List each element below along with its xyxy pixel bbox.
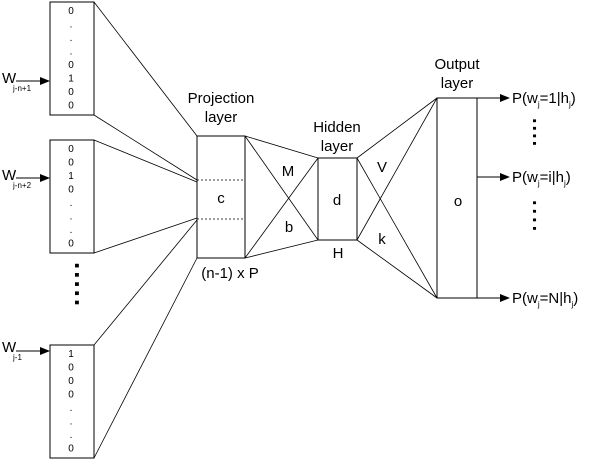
projection-size-label: (n-1) x P xyxy=(201,265,259,282)
input-values-3: 1 0 0 0... 0 xyxy=(68,349,74,455)
projection-box xyxy=(196,135,246,259)
input-value: . xyxy=(70,198,73,209)
hidden-layer: Hidden layer d H xyxy=(313,119,361,262)
output-prob-1: P(wj=1|hj) xyxy=(477,90,576,109)
input-value: 1 xyxy=(68,349,74,360)
input-value: 0 xyxy=(68,363,74,374)
arrow-icon xyxy=(500,94,510,102)
input-label-3-sub: j-1 xyxy=(12,353,22,362)
hidden-title-1: Hidden xyxy=(313,119,361,136)
input-value: . xyxy=(70,20,73,31)
input-vector-2: 0 0 1 0... 0 xyxy=(49,139,95,254)
input-value: 0 xyxy=(68,144,74,155)
input-value: . xyxy=(70,403,73,414)
arrow-icon xyxy=(40,174,50,182)
input-label-2-sub: j-n+2 xyxy=(12,181,32,190)
hidden-inner-label: d xyxy=(333,192,341,209)
input-value: 0 xyxy=(68,239,74,250)
input-value: 0 xyxy=(68,158,74,169)
hidden-title-2: layer xyxy=(321,138,354,155)
hidden-bottom-label: H xyxy=(333,245,344,262)
weight-V-label: V xyxy=(377,159,387,176)
input-value: 1 xyxy=(68,171,74,182)
input-label-1: W j-n+1 xyxy=(2,70,50,93)
input-value: 0 xyxy=(68,390,74,401)
input-value: . xyxy=(70,417,73,428)
input-label-2: W j-n+2 xyxy=(2,167,50,190)
input-projection-connections xyxy=(93,1,198,459)
input-value: 0 xyxy=(68,101,74,112)
input-value: . xyxy=(70,212,73,223)
prob-ellipsis-2: .... xyxy=(528,200,550,234)
projection-layer: Projection layer c (n-1) x P xyxy=(188,90,259,282)
input-box-3 xyxy=(49,344,95,459)
input-box-1 xyxy=(49,1,95,116)
prob-2-text: P(wj=i|hj) xyxy=(512,169,571,188)
input-value: 0 xyxy=(68,185,74,196)
projection-hidden-connections xyxy=(244,135,319,259)
input-value: . xyxy=(70,47,73,58)
input-value: 0 xyxy=(68,444,74,455)
arrow-icon xyxy=(40,347,50,355)
arrow-icon xyxy=(500,294,510,302)
output-prob-3: P(wj=N|hj) xyxy=(477,290,578,309)
projection-inner-label: c xyxy=(217,190,225,207)
input-value: . xyxy=(70,33,73,44)
input-value: 0 xyxy=(68,6,74,17)
hidden-box xyxy=(317,157,358,241)
input-value: 1 xyxy=(68,74,74,85)
arrow-icon xyxy=(500,173,510,181)
input-label-3: W j-1 xyxy=(2,339,50,362)
input-value: . xyxy=(70,430,73,441)
prob-ellipsis-1: .... xyxy=(528,118,550,148)
prob-1-text: P(wj=1|hj) xyxy=(512,90,576,109)
output-inner-label: o xyxy=(454,193,462,210)
output-title-2: layer xyxy=(441,75,474,92)
output-box xyxy=(436,97,478,299)
input-value: 0 xyxy=(68,87,74,98)
prob-3-text: P(wj=N|hj) xyxy=(512,290,578,309)
input-label-3-main: W xyxy=(2,339,17,356)
projection-title-2: layer xyxy=(205,109,238,126)
input-values-1: 0... 0 1 0 0 xyxy=(68,6,74,112)
input-value: 0 xyxy=(68,60,74,71)
input-vector-1: 0... 0 1 0 0 xyxy=(49,1,95,116)
input-label-1-sub: j-n+1 xyxy=(12,84,32,93)
hidden-output-connections xyxy=(356,97,438,299)
input-value: . xyxy=(70,225,73,236)
input-vector-3: 1 0 0 0... 0 xyxy=(49,344,95,459)
output-title-1: Output xyxy=(434,56,480,73)
arrow-icon xyxy=(40,77,50,85)
input-label-1-main: W xyxy=(2,70,17,87)
input-ellipsis: ..... xyxy=(69,262,99,308)
input-values-2: 0 0 1 0... 0 xyxy=(68,144,74,250)
weight-M-label: M xyxy=(282,163,295,180)
weight-k-label: k xyxy=(378,231,386,248)
input-box-2 xyxy=(49,139,95,254)
input-value: 0 xyxy=(68,376,74,387)
projection-title-1: Projection xyxy=(188,90,255,107)
input-label-2-main: W xyxy=(2,167,17,184)
output-layer: Output layer o xyxy=(434,56,480,299)
weight-b-label: b xyxy=(285,219,293,236)
output-prob-2: P(wj=i|hj) xyxy=(477,169,571,188)
